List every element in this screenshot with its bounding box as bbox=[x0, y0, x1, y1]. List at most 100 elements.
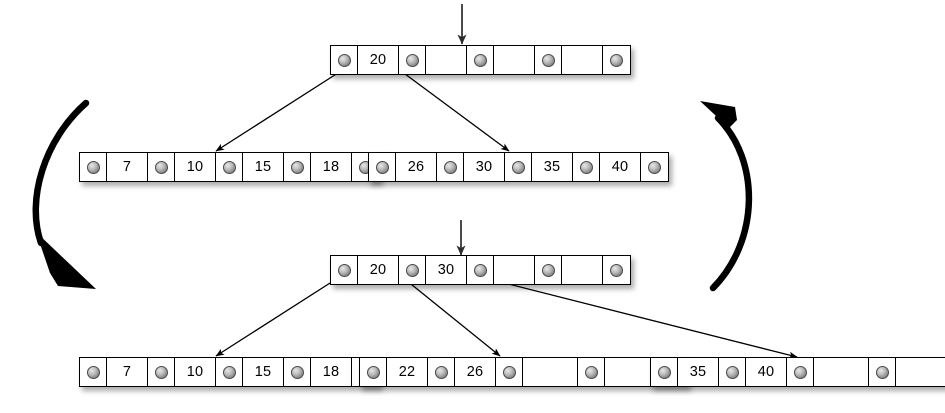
pointer-cell[interactable] bbox=[284, 153, 311, 181]
pointer-dot-icon bbox=[375, 160, 389, 174]
key-cell[interactable]: 18 bbox=[311, 358, 352, 386]
key-cell[interactable] bbox=[562, 46, 603, 74]
pointer-dot-icon bbox=[541, 53, 555, 67]
pointer-cell[interactable] bbox=[573, 153, 600, 181]
leaf-middle-after[interactable]: 22 26 bbox=[359, 357, 688, 387]
pointer-dot-icon bbox=[434, 365, 448, 379]
key-cell[interactable] bbox=[896, 358, 945, 386]
key-cell[interactable]: 7 bbox=[107, 153, 148, 181]
key-cell[interactable]: 35 bbox=[678, 358, 719, 386]
pointer-cell[interactable] bbox=[148, 358, 175, 386]
key-cell[interactable]: 7 bbox=[107, 358, 148, 386]
key-cell[interactable] bbox=[562, 256, 603, 284]
pointer-cell[interactable] bbox=[148, 153, 175, 181]
pointer-cell[interactable] bbox=[535, 256, 562, 284]
pointer-cell[interactable] bbox=[80, 358, 107, 386]
pointer-cell[interactable] bbox=[603, 256, 630, 284]
key-cell[interactable] bbox=[426, 46, 467, 74]
pointer-dot-icon bbox=[337, 263, 351, 277]
transition-arrow-down-left-head bbox=[36, 232, 96, 289]
pointer-cell[interactable] bbox=[437, 153, 464, 181]
pointer-dot-icon bbox=[648, 160, 661, 174]
pointer-dot-icon bbox=[290, 160, 304, 174]
key-cell[interactable]: 15 bbox=[243, 153, 284, 181]
pointer-cell[interactable] bbox=[284, 358, 311, 386]
pointer-cell[interactable] bbox=[216, 153, 243, 181]
pointer-arrow-bottom-root-1 bbox=[400, 275, 501, 357]
key-cell[interactable]: 10 bbox=[175, 358, 216, 386]
pointer-cell[interactable] bbox=[428, 358, 455, 386]
key-cell[interactable]: 20 bbox=[358, 256, 399, 284]
pointer-cell[interactable] bbox=[496, 358, 523, 386]
pointer-dot-icon bbox=[541, 263, 555, 277]
pointer-cell[interactable] bbox=[651, 358, 678, 386]
pointer-dot-icon bbox=[657, 365, 671, 379]
key-cell[interactable]: 20 bbox=[358, 46, 399, 74]
key-cell[interactable]: 15 bbox=[243, 358, 284, 386]
pointer-cell[interactable] bbox=[641, 153, 668, 181]
pointer-cell[interactable] bbox=[369, 153, 396, 181]
transition-arrow-up-right-head bbox=[700, 101, 737, 128]
pointer-cell[interactable] bbox=[787, 358, 814, 386]
pointer-dot-icon bbox=[443, 160, 457, 174]
key-cell[interactable]: 30 bbox=[464, 153, 505, 181]
pointer-cell[interactable] bbox=[869, 358, 896, 386]
pointer-cell[interactable] bbox=[535, 46, 562, 74]
pointer-cell[interactable] bbox=[467, 256, 494, 284]
key-cell[interactable]: 40 bbox=[746, 358, 787, 386]
pointer-cell[interactable] bbox=[399, 256, 426, 284]
pointer-cell[interactable] bbox=[80, 153, 107, 181]
key-cell[interactable]: 40 bbox=[600, 153, 641, 181]
pointer-arrow-top-root-0 bbox=[215, 70, 342, 152]
key-cell[interactable] bbox=[814, 358, 869, 386]
pointer-cell[interactable] bbox=[360, 358, 387, 386]
pointer-dot-icon bbox=[875, 365, 889, 379]
pointer-dot-icon bbox=[473, 53, 487, 67]
pointer-dot-icon bbox=[222, 160, 236, 174]
key-cell[interactable] bbox=[494, 46, 535, 74]
pointer-cell[interactable] bbox=[603, 46, 630, 74]
key-cell[interactable] bbox=[523, 358, 578, 386]
leaf-left-before[interactable]: 7 10 15 18 bbox=[79, 152, 380, 182]
pointer-dot-icon bbox=[154, 160, 168, 174]
pointer-dot-icon bbox=[366, 365, 380, 379]
pointer-cell[interactable] bbox=[331, 256, 358, 284]
pointer-cell[interactable] bbox=[331, 46, 358, 74]
pointer-dot-icon bbox=[511, 160, 525, 174]
key-cell[interactable]: 35 bbox=[532, 153, 573, 181]
pointer-dot-icon bbox=[473, 263, 487, 277]
pointer-dot-icon bbox=[502, 365, 516, 379]
leaf-left-after[interactable]: 7 10 15 18 bbox=[79, 357, 380, 387]
pointer-arrow-top-root-1 bbox=[400, 70, 510, 152]
root-node-after[interactable]: 20 30 bbox=[330, 255, 631, 285]
pointer-cell[interactable] bbox=[216, 358, 243, 386]
key-cell[interactable]: 18 bbox=[311, 153, 352, 181]
pointer-dot-icon bbox=[290, 365, 304, 379]
key-cell[interactable]: 26 bbox=[455, 358, 496, 386]
key-cell[interactable]: 10 bbox=[175, 153, 216, 181]
pointer-cell[interactable] bbox=[399, 46, 426, 74]
pointer-dot-icon bbox=[725, 365, 739, 379]
pointer-dot-icon bbox=[584, 365, 598, 379]
pointer-dot-icon bbox=[154, 365, 168, 379]
key-cell[interactable]: 22 bbox=[387, 358, 428, 386]
pointer-dot-icon bbox=[405, 263, 419, 277]
pointer-dot-icon bbox=[405, 53, 419, 67]
key-cell[interactable] bbox=[494, 256, 535, 284]
root-node-before[interactable]: 20 bbox=[330, 45, 631, 75]
pointer-cell[interactable] bbox=[467, 46, 494, 74]
leaf-right-before[interactable]: 26 30 35 40 bbox=[368, 152, 669, 182]
pointer-dot-icon bbox=[610, 263, 623, 277]
pointer-cell[interactable] bbox=[578, 358, 605, 386]
leaf-right-after[interactable]: 35 40 bbox=[650, 357, 945, 387]
key-cell[interactable]: 30 bbox=[426, 256, 467, 284]
pointer-dot-icon bbox=[337, 53, 351, 67]
pointer-dot-icon bbox=[222, 365, 236, 379]
pointer-dot-icon bbox=[793, 365, 807, 379]
pointer-arrow-bottom-root-0 bbox=[215, 275, 342, 357]
pointer-cell[interactable] bbox=[505, 153, 532, 181]
pointer-cell[interactable] bbox=[719, 358, 746, 386]
key-cell[interactable]: 26 bbox=[396, 153, 437, 181]
transition-arrow-up-right bbox=[709, 114, 753, 292]
